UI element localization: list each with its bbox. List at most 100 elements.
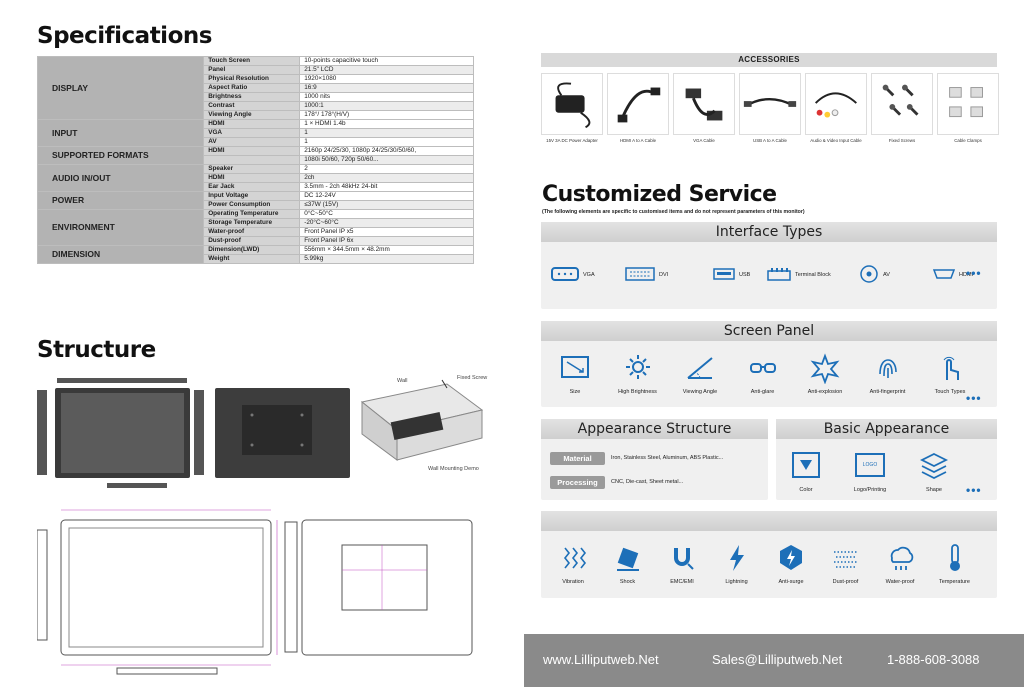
email-link[interactable]: Sales@Lilliputweb.Net <box>712 652 843 667</box>
spec-key: Viewing Angle <box>203 110 301 120</box>
av-cable-icon <box>805 73 867 135</box>
basic-appearance-item: LOGO Logo/Printing <box>842 449 898 493</box>
environment-panel-header <box>541 511 997 531</box>
appearance-structure-panel: Appearance Structure Material Iron, Stai… <box>541 419 768 500</box>
emc-emi-icon <box>654 541 710 575</box>
spec-value: 3.5mm - 2ch 48kHz 24-bit <box>299 182 474 192</box>
spec-value: 1000:1 <box>299 101 474 111</box>
basic-appearance-title: Basic Appearance <box>776 419 997 439</box>
environment-item: EMC/EMI <box>654 541 710 585</box>
more-dots-icon: ••• <box>966 391 982 405</box>
accessory-item: HDMI A to A Cable <box>607 73 669 143</box>
accessory-item: 15V 3A DC Power Adapter <box>541 73 603 143</box>
interface-item: HDMI <box>932 265 973 285</box>
structure-title: Structure <box>37 337 156 363</box>
screen-panel-label: High Brightness <box>618 389 657 395</box>
spec-value: Front Panel IP x5 <box>299 227 474 237</box>
spec-value: -20°C~60°C <box>299 218 474 228</box>
spec-value: 5.99kg <box>299 254 474 264</box>
screen-panel-item: Anti-fingerprint <box>860 351 916 395</box>
customized-service-title: Customized Service <box>542 182 777 207</box>
anti-glare-icon <box>735 351 791 385</box>
spec-key: HDMI <box>203 119 301 129</box>
logo-text: LOGO <box>862 462 878 468</box>
spec-value: 0°C~50°C <box>299 209 474 219</box>
spec-key: Physical Resolution <box>203 74 301 84</box>
screen-panel-title: Screen Panel <box>541 321 997 341</box>
phone-number: 1-888-608-3088 <box>887 652 980 667</box>
spec-group-label: SUPPORTED FORMATS <box>36 146 205 165</box>
spec-key: VGA <box>203 128 301 138</box>
spec-group-label: DISPLAY <box>36 56 205 120</box>
screen-panel-label: Anti-explosion <box>807 389 843 395</box>
environment-item: Anti-surge <box>763 541 819 585</box>
spec-key: Weight <box>203 254 301 264</box>
spec-key: Input Voltage <box>203 191 301 201</box>
spec-value: 2ch <box>299 173 474 183</box>
basic-appearance-label: Shape <box>926 487 942 493</box>
environment-label: Water-proof <box>885 579 915 585</box>
spec-key: HDMI <box>203 146 301 156</box>
spec-value: Front Panel IP 6x <box>299 236 474 246</box>
spec-key: Panel <box>203 65 301 75</box>
usb-port-icon <box>713 265 735 285</box>
spec-key: Storage Temperature <box>203 218 301 228</box>
vga-port-icon <box>551 265 579 285</box>
interface-item: Terminal Block <box>767 265 831 285</box>
screen-panel-label: Anti-fingerprint <box>869 389 906 395</box>
screen-panel-label: Viewing Angle <box>682 389 718 395</box>
interface-types-title: Interface Types <box>541 222 997 242</box>
spec-key: Contrast <box>203 101 301 111</box>
basic-appearance-label: Logo/Printing <box>853 487 887 493</box>
processing-text: CNC, Die-cast, Sheet metal... <box>611 479 684 485</box>
hdmi-cable-icon <box>607 73 669 135</box>
anti-surge-icon <box>763 541 819 575</box>
specifications-title: Specifications <box>37 23 212 49</box>
spec-value: 1 × HDMI 1.4b <box>299 119 474 129</box>
website-link[interactable]: www.Lilliputweb.Net <box>543 652 659 667</box>
touch-icon <box>922 351 978 385</box>
spec-key: Dimension(LWD) <box>203 245 301 255</box>
spec-group-label: ENVIRONMENT <box>36 209 205 246</box>
interface-label: AV <box>883 272 890 278</box>
environment-item: Temperature <box>927 541 983 585</box>
spec-key: Dust-proof <box>203 236 301 246</box>
dimension-drawings <box>37 509 473 675</box>
spec-key: Touch Screen <box>203 56 301 66</box>
interface-item: VGA <box>551 265 595 285</box>
brightness-icon <box>610 351 666 385</box>
accessory-label: Audio & Video Input Cable <box>810 138 862 143</box>
lightning-icon <box>709 541 765 575</box>
more-dots-icon: ••• <box>966 483 982 497</box>
screen-panel-item: High Brightness <box>610 351 666 395</box>
dust-proof-icon <box>818 541 874 575</box>
screen-panel-label: Touch Types <box>934 389 966 395</box>
environment-label: Temperature <box>939 579 970 585</box>
spec-key: Aspect Ratio <box>203 83 301 93</box>
anti-explosion-icon <box>797 351 853 385</box>
interface-label: VGA <box>583 272 595 278</box>
spec-key: Brightness <box>203 92 301 102</box>
spec-value: 1 <box>299 137 474 147</box>
accessory-item: USB A to A Cable <box>739 73 801 143</box>
appearance-structure-title: Appearance Structure <box>541 419 768 439</box>
spec-key: AV <box>203 137 301 147</box>
dvi-port-icon <box>625 265 655 285</box>
interface-label: Terminal Block <box>795 272 831 278</box>
fixed-screw-label: Fixed Screw <box>457 375 488 381</box>
environment-item: Vibration <box>545 541 601 585</box>
screen-panel-item: Viewing Angle <box>672 351 728 395</box>
spec-group-label: DIMENSION <box>36 245 205 264</box>
spec-row: 1080i 50/60, 720p 50/60... <box>38 155 474 165</box>
screen-panel-item: Size <box>547 351 603 395</box>
accessory-label: USB A to A Cable <box>753 138 787 143</box>
